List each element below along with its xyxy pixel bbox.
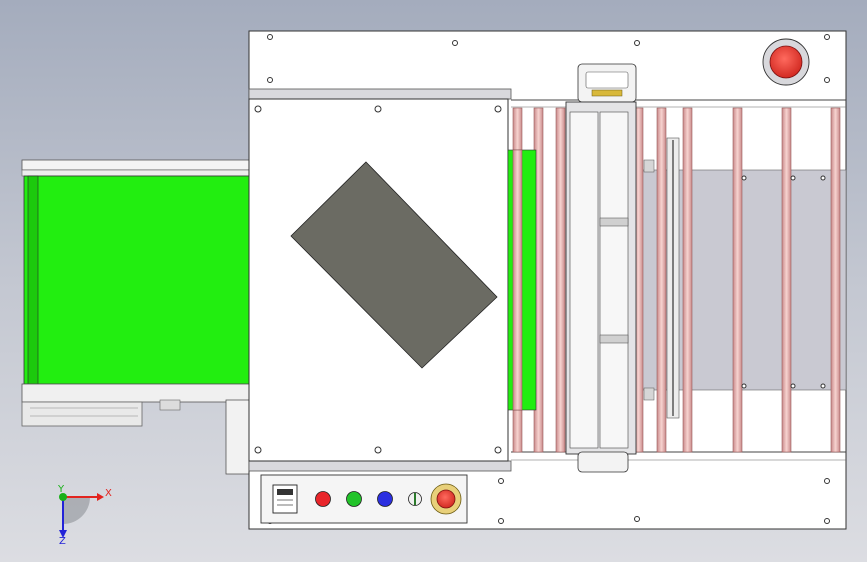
- control-panel: [260, 474, 468, 524]
- transfer-unit: [565, 63, 655, 473]
- emergency-stop[interactable]: [762, 38, 810, 86]
- red-button[interactable]: [315, 491, 331, 507]
- blue-button[interactable]: [377, 491, 393, 507]
- roller-set: [512, 107, 841, 453]
- coordinate-triad: X Y Z: [57, 484, 112, 547]
- conveyor-belt: [23, 175, 251, 385]
- cover-plate: [248, 98, 537, 462]
- green-button[interactable]: [346, 491, 362, 507]
- z-axis-label: Z: [59, 536, 66, 547]
- y-axis-dot: [59, 493, 67, 501]
- y-axis-label: Y: [57, 484, 65, 495]
- x-axis-label: X: [105, 488, 112, 499]
- stop-button-cap: [769, 45, 803, 79]
- bolts: [254, 34, 830, 524]
- drive-motor: [21, 401, 143, 427]
- workpiece: [290, 161, 498, 369]
- infeed-conveyor: [21, 159, 251, 475]
